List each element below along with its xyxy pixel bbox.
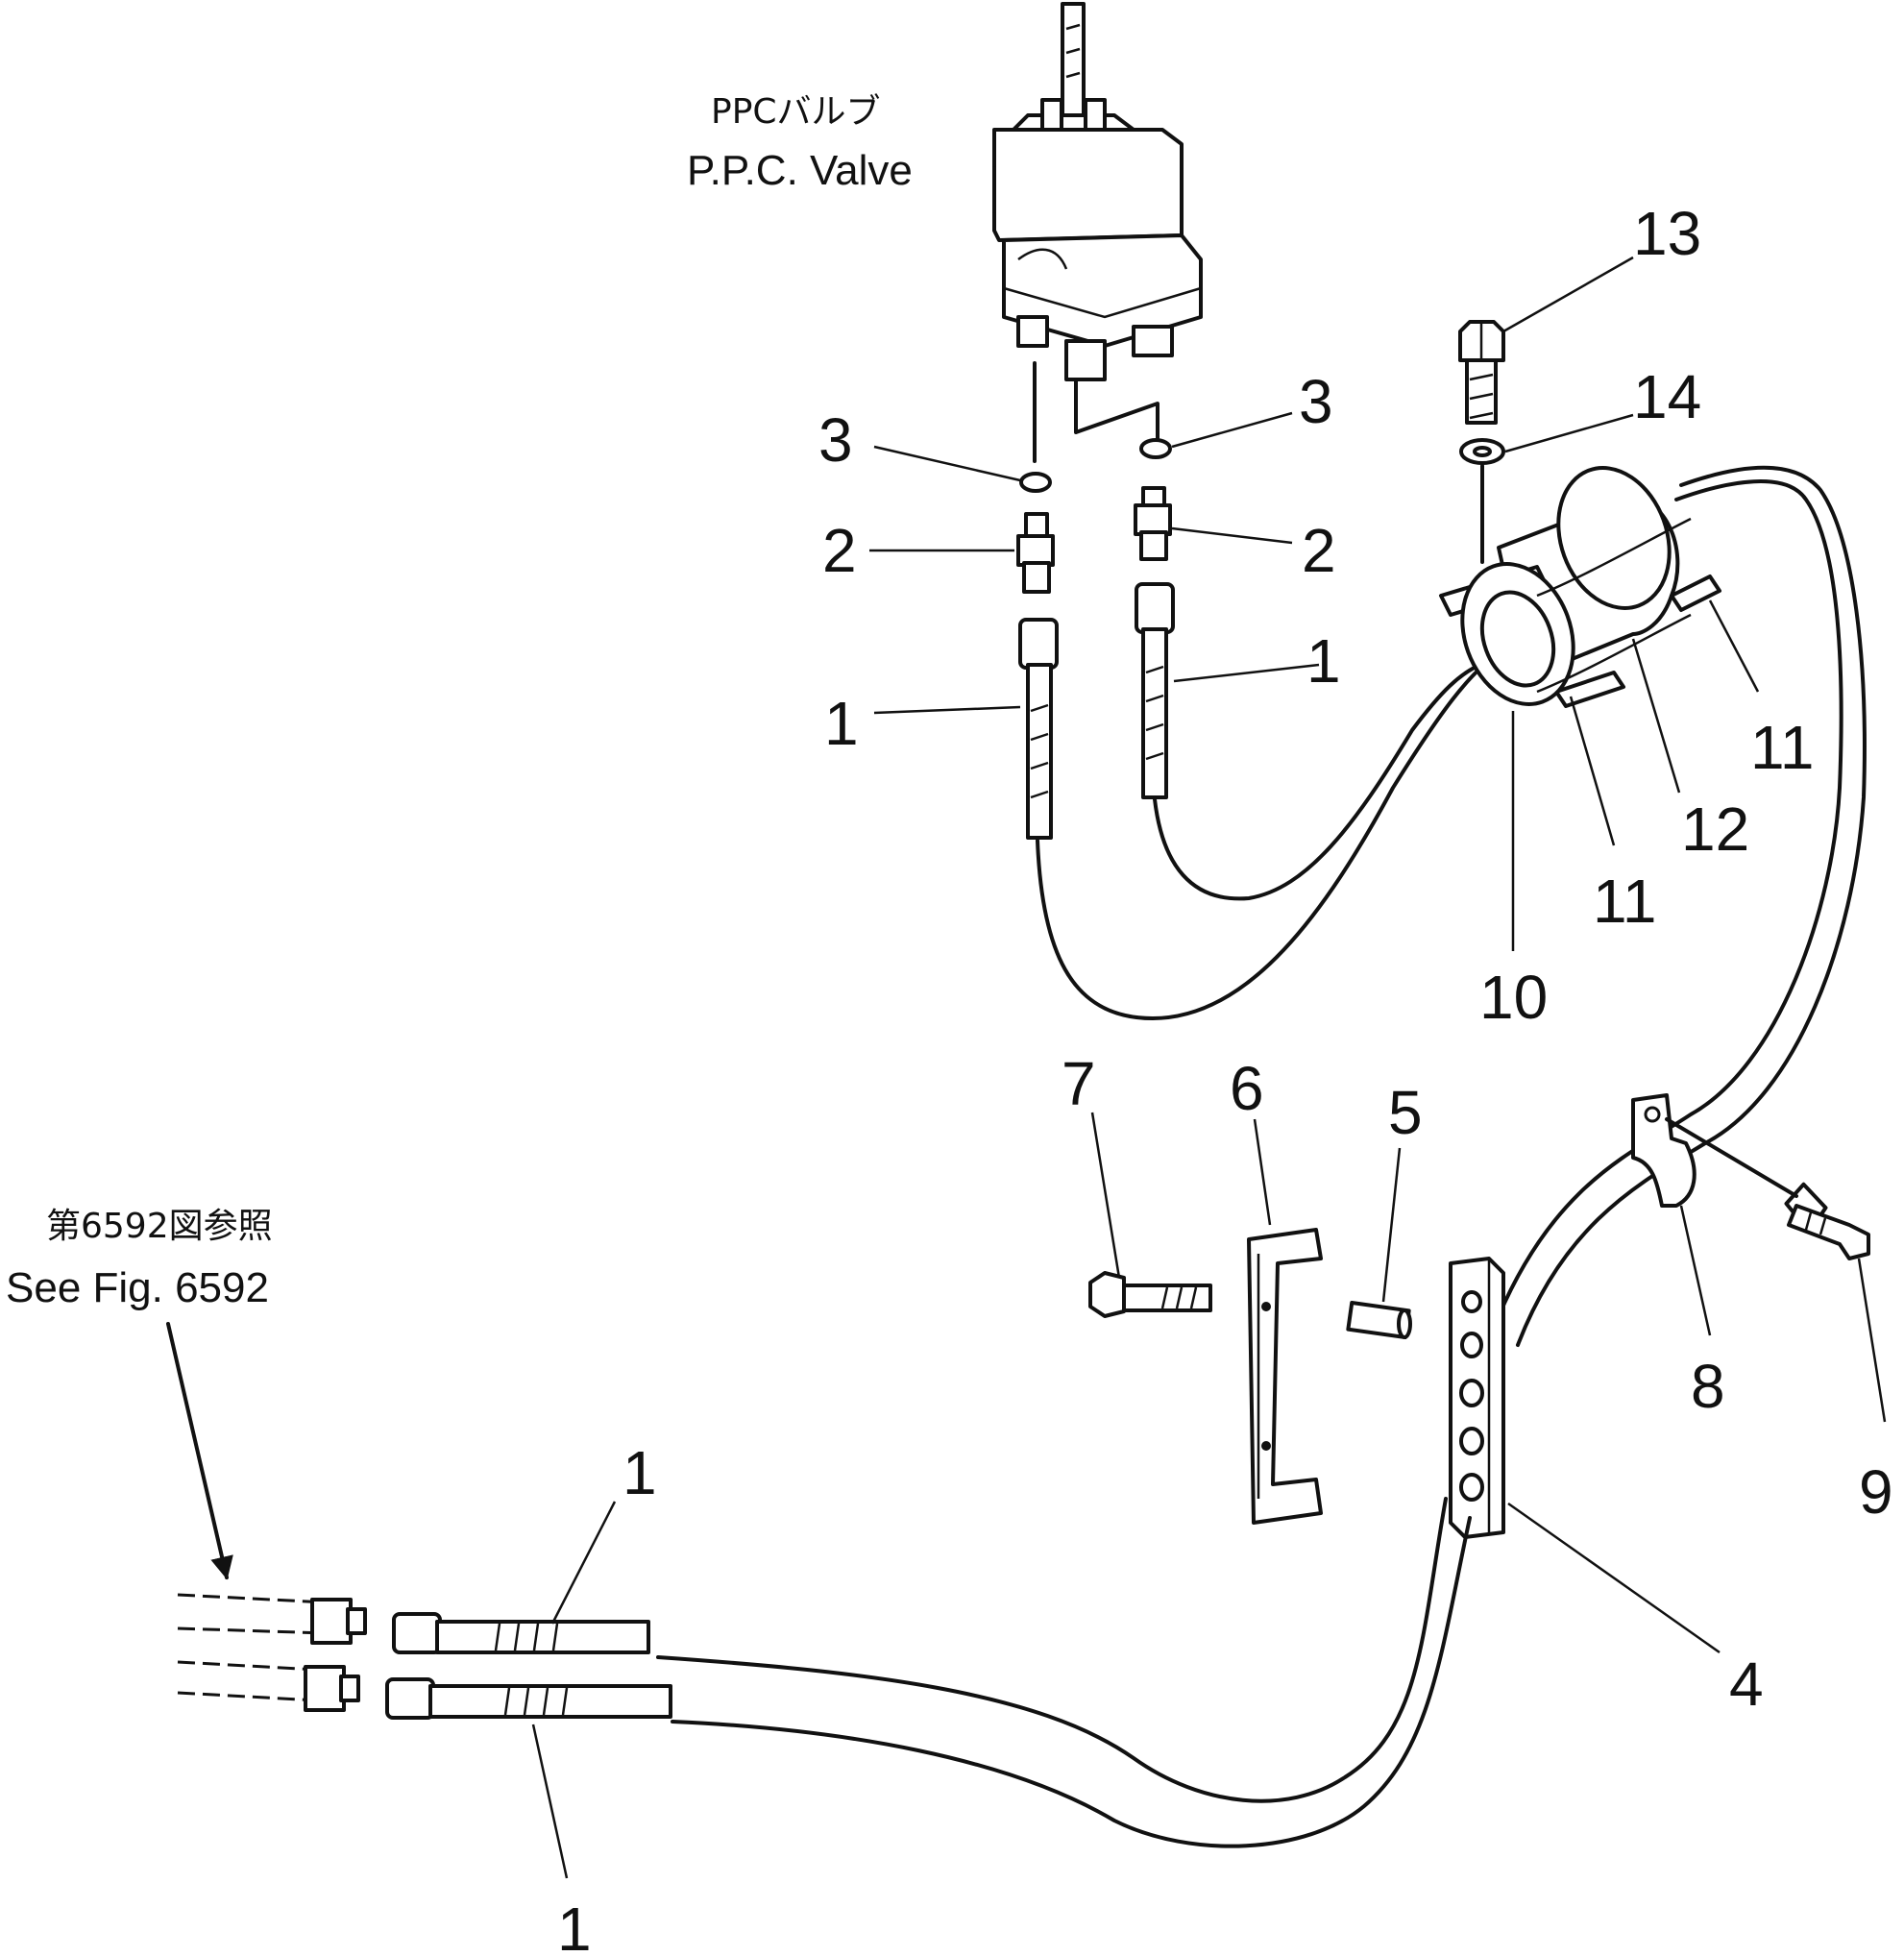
fitting-see-fig bbox=[177, 1593, 367, 1712]
part-number-11: 11 bbox=[1593, 867, 1656, 936]
hose-protector bbox=[1439, 466, 1721, 708]
part-number-3: 3 bbox=[818, 405, 853, 475]
hose-run-a bbox=[1036, 651, 1501, 1020]
part-number-3: 3 bbox=[1299, 367, 1333, 436]
part-number-6: 6 bbox=[1230, 1054, 1264, 1123]
ppc-valve-label-en: P.P.C. Valve bbox=[687, 147, 913, 194]
part-number-5: 5 bbox=[1388, 1078, 1423, 1147]
part-number-2: 2 bbox=[1302, 516, 1336, 585]
clamp-8 bbox=[1631, 1093, 1697, 1208]
hose-upper-left bbox=[1018, 618, 1059, 840]
part-number-1: 1 bbox=[1306, 626, 1341, 696]
leader-lines bbox=[531, 256, 1887, 1879]
part-number-13: 13 bbox=[1633, 199, 1701, 268]
part-number-14: 14 bbox=[1633, 362, 1701, 431]
ppc-valve bbox=[992, 2, 1203, 381]
bolt-7 bbox=[1088, 1271, 1212, 1318]
ppc-valve-label-jp: PPCバルブ bbox=[711, 92, 881, 132]
bolt-13 bbox=[1458, 320, 1505, 425]
part-number-11: 11 bbox=[1750, 713, 1814, 782]
bolt-9 bbox=[1784, 1182, 1870, 1260]
part-number-2: 2 bbox=[822, 516, 857, 585]
clamp-6 bbox=[1247, 1228, 1323, 1525]
part-number-8: 8 bbox=[1691, 1352, 1725, 1421]
see-fig-label-en: See Fig. 6592 bbox=[6, 1264, 269, 1311]
part-number-1: 1 bbox=[824, 689, 859, 758]
part-number-4: 4 bbox=[1729, 1650, 1764, 1719]
part-number-1: 1 bbox=[557, 1895, 592, 1956]
part-number-9: 9 bbox=[1859, 1457, 1893, 1527]
hose-lower-upper bbox=[392, 1612, 650, 1654]
washer-14 bbox=[1459, 438, 1505, 465]
adapter-left bbox=[1016, 512, 1055, 594]
see-fig-label-jp: 第6592図参照 bbox=[46, 1207, 273, 1246]
o-ring-right bbox=[1139, 438, 1172, 459]
hose-lower-lower bbox=[385, 1677, 672, 1720]
see-fig-arrow bbox=[166, 1322, 233, 1580]
hose-upper-right bbox=[1135, 582, 1175, 799]
part-number-12: 12 bbox=[1681, 795, 1749, 864]
part-number-7: 7 bbox=[1062, 1049, 1096, 1118]
adapter-right bbox=[1134, 486, 1172, 561]
hose-run-b bbox=[1477, 479, 1843, 1357]
spacer-5 bbox=[1346, 1300, 1412, 1340]
block-4 bbox=[1449, 1257, 1505, 1539]
part-number-10: 10 bbox=[1479, 963, 1548, 1032]
part-number-1: 1 bbox=[622, 1438, 657, 1507]
o-ring-left bbox=[1019, 472, 1052, 493]
